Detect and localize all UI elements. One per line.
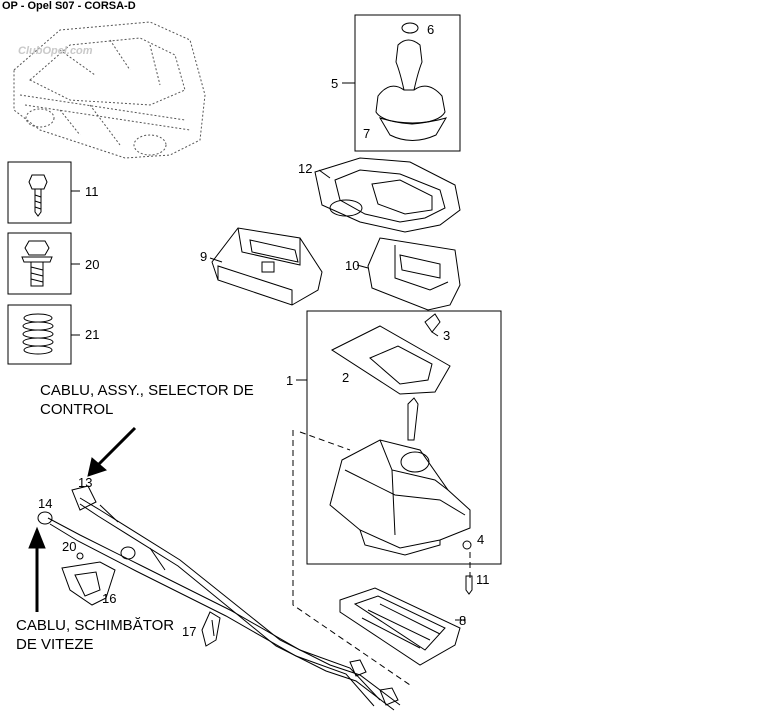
part-label-2: 2 <box>342 370 349 385</box>
part-label-5: 5 <box>331 76 338 91</box>
part-label-3: 3 <box>443 328 450 343</box>
selector-cable-arrow <box>87 426 137 477</box>
part-box-11 <box>7 161 80 224</box>
bracket-16 <box>61 561 116 606</box>
part-label-9: 9 <box>200 249 207 264</box>
part-label-14: 14 <box>38 496 52 511</box>
nut-20-small <box>76 552 84 560</box>
leader-lines <box>292 430 471 686</box>
shift-cable-callout: CABLU, SCHIMBĂTOR DE VITEZE <box>16 616 174 654</box>
shift-cables <box>37 485 401 711</box>
vehicle-thumbnail <box>13 21 206 159</box>
shift-cable-label-line1: CABLU, SCHIMBĂTOR <box>16 617 175 634</box>
part-label-20: 20 <box>62 539 76 554</box>
part-label-12: 12 <box>298 161 312 176</box>
part-label-11: 11 <box>476 572 490 587</box>
part-number-labels: 6 5 7 12 11 9 10 20 21 3 2 1 13 14 4 20 … <box>38 22 490 639</box>
part-label-1: 1 <box>286 373 293 388</box>
selector-cable-label-line1: CABLU, ASSY., SELECTOR DE <box>40 382 254 399</box>
clip-17 <box>201 611 221 647</box>
shifter-assembly-box <box>296 310 502 565</box>
gear-knob-box <box>342 14 461 152</box>
watermark-logo: ClubOpel.com <box>18 45 93 57</box>
selector-cable-label-line2: CONTROL <box>40 401 114 418</box>
part-label-6: 6 <box>427 22 434 37</box>
part-label-13: 13 <box>78 475 92 490</box>
selector-cable-callout: CABLU, ASSY., SELECTOR DE CONTROL <box>40 381 254 419</box>
page-title: OP - Opel S07 - CORSA-D <box>2 0 136 12</box>
part-label-21: 21 <box>85 327 99 342</box>
part-label-17: 17 <box>182 624 196 639</box>
part-label-11-box: 11 <box>85 184 99 199</box>
part-label-16: 16 <box>102 591 116 606</box>
part-label-7: 7 <box>363 126 370 141</box>
shift-cable-arrow <box>28 526 46 612</box>
base-plate-8 <box>339 587 466 666</box>
boot-frame-part <box>314 157 461 233</box>
console-part-9 <box>209 227 323 306</box>
part-label-10: 10 <box>345 258 359 273</box>
housing-part-10 <box>356 237 461 311</box>
part-box-20 <box>7 232 80 295</box>
part-label-8: 8 <box>459 613 466 628</box>
part-label-4: 4 <box>477 532 484 547</box>
bolt-11 <box>465 575 473 595</box>
shift-cable-label-line2: DE VITEZE <box>16 636 94 653</box>
part-label-20-box: 20 <box>85 257 99 272</box>
part-box-21 <box>7 304 80 365</box>
